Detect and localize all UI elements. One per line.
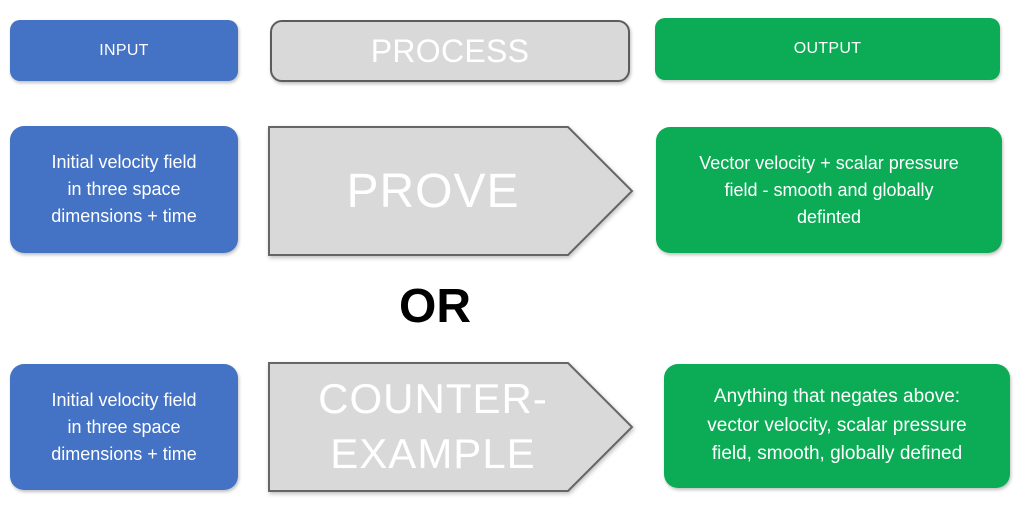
pentagon-arrow-shape <box>268 126 634 256</box>
output-box-prove: Vector velocity + scalar pressure field … <box>656 127 1002 253</box>
header-input: INPUT <box>10 20 238 81</box>
input-box-counterexample: Initial velocity field in three space di… <box>10 364 238 490</box>
process-arrow-counterexample-label: COUNTER- EXAMPLE <box>318 375 548 477</box>
process-arrow-counterexample: COUNTER- EXAMPLE <box>268 362 636 492</box>
process-arrow-prove-label: PROVE <box>346 164 520 218</box>
process-arrow-prove: PROVE <box>268 126 636 256</box>
input-box-prove: Initial velocity field in three space di… <box>10 126 238 253</box>
header-process: PROCESS <box>270 20 630 82</box>
pentagon-arrow-shape <box>268 362 634 492</box>
header-output: OUTPUT <box>655 18 1000 80</box>
or-connector: OR <box>399 279 471 333</box>
output-box-counterexample: Anything that negates above: vector velo… <box>664 364 1010 488</box>
